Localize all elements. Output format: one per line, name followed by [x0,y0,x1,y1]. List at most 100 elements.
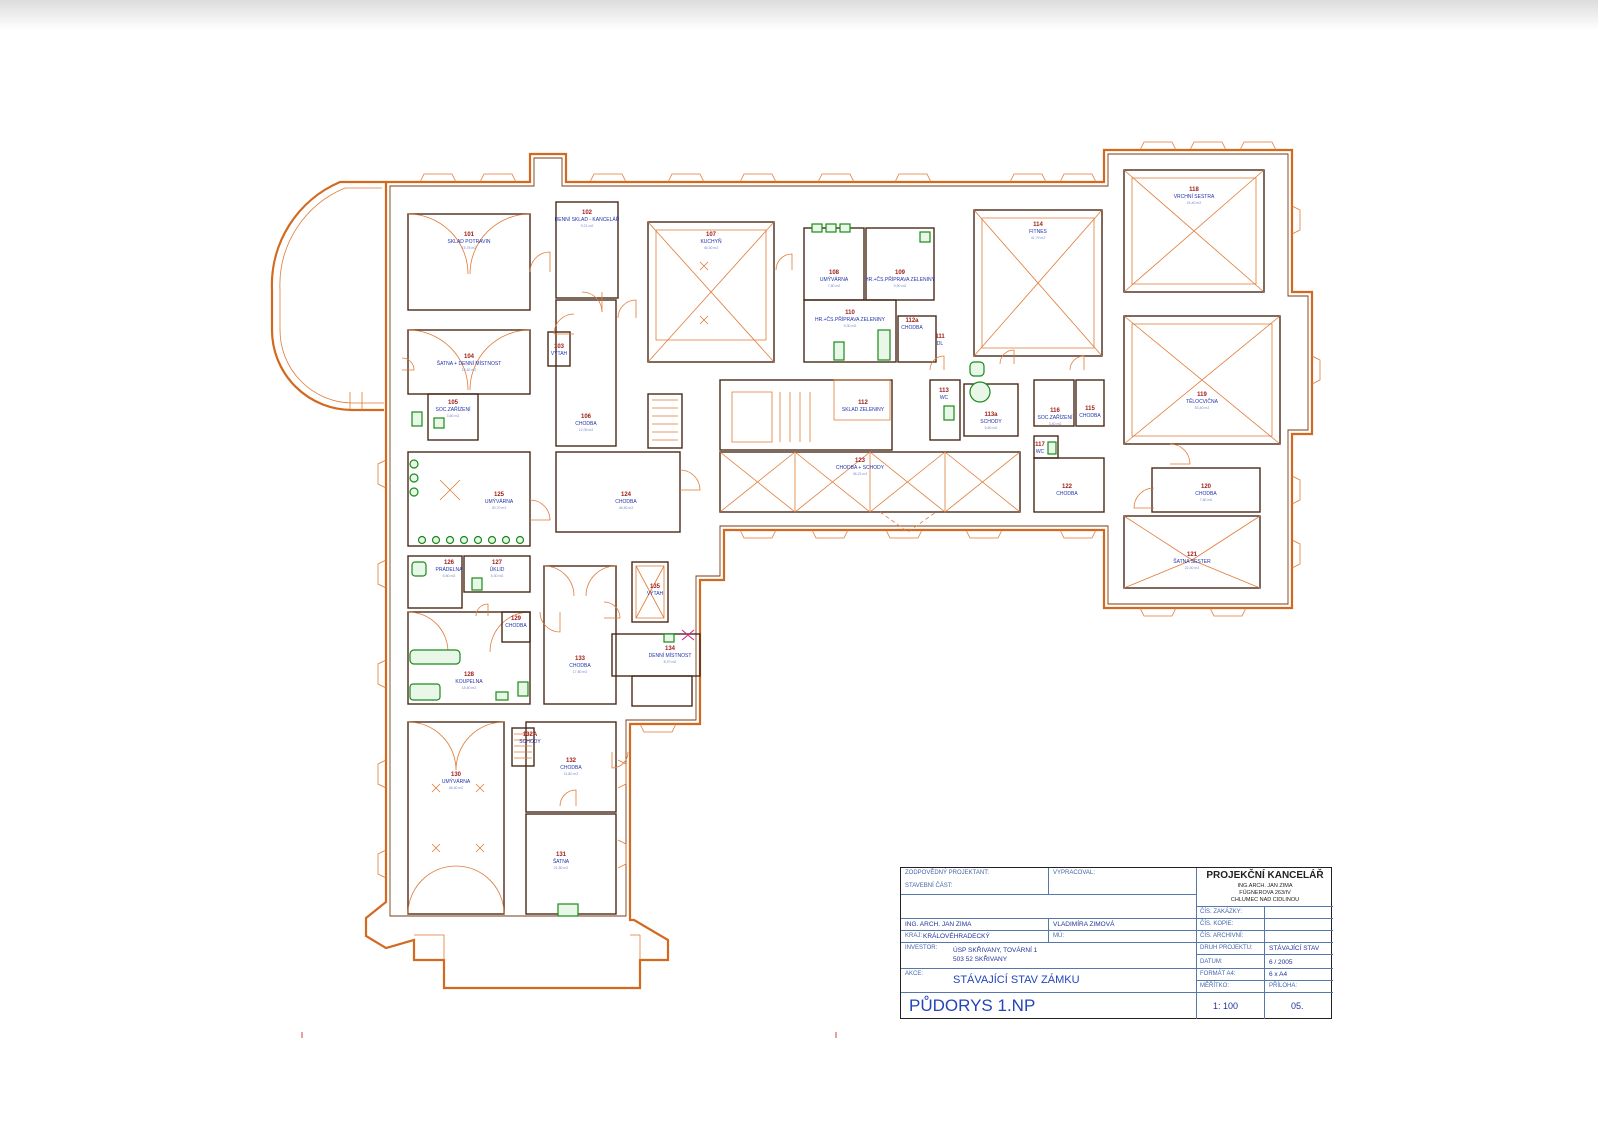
tb-cell-copy-value [1265,919,1333,931]
room-name: CHODBA [1195,491,1217,497]
room-name: SCHODY [519,739,541,745]
value-attachment-no: 05. [1291,1001,1304,1011]
room-name: HR.+ČS.PŘÍPRAVA ZELENINY [815,315,886,323]
room-name: WC [1036,449,1045,455]
room-area: 7,80 m2 [828,284,841,288]
tb-cell-region [901,931,1049,943]
room-number: 108 [829,270,840,276]
room-area: 46,50 m2 [619,506,634,510]
tb-cell-type-value [1265,943,1333,955]
room-area: 53,40 m2 [1195,406,1210,410]
value-responsible-name: ING. ARCH. JAN ZIMA [905,921,972,928]
tb-cell-authority [1049,931,1197,943]
tb-cell-date-label [1197,955,1265,969]
label-project-type: DRUH PROJEKTU: [1200,945,1253,951]
room-name: SKLAD ZELENINY [842,407,885,413]
value-scale: 1: 100 [1213,1001,1239,1011]
label-date: DATUM: [1200,959,1223,965]
tb-cell-format-label [1197,969,1265,981]
room-number: 105 [448,400,459,406]
room-area: 3,40 m2 [1049,422,1062,426]
room-name: SOC.ZAŘÍZENÍ [1037,413,1073,421]
room-name: VÝTAH [551,350,568,357]
room-name: CHODBA + SCHODY [836,465,885,471]
room-name: CHODBA [615,499,637,505]
room-number: 134 [665,646,676,652]
value-date: 6 / 2005 [1269,959,1293,966]
room-number: 109 [895,270,906,276]
room-area: 41,79 m2 [1031,236,1046,240]
label-format: FORMÁT A4: [1200,971,1236,977]
room-area: 24,40 m2 [1187,201,1202,205]
outer-walls [270,148,1314,990]
tb-cell-scale-label [1197,981,1265,993]
room-area: 6,60 m2 [443,574,456,578]
label-drawn: VYPRACOVAL: [1053,870,1095,876]
room-number: 113a [984,412,998,418]
tb-cell-responsible-name [901,919,1049,931]
room-name: CHODBA [1079,413,1101,419]
room-number: 115 [1085,406,1095,412]
room-number: 101 [464,232,475,238]
drawing-title: PŮDORYS 1.NP [909,996,1036,1015]
label-part: STAVEBNÍ ČÁST: [905,883,953,889]
label-scale: MĚŘÍTKO: [1200,983,1230,989]
room-number: 133 [575,656,586,662]
window-niches [377,141,1321,879]
label-attachment: PŘÍLOHA: [1269,983,1298,989]
label-order-no: ČÍS. ZAKÁZKY: [1200,909,1243,915]
room-number: 130 [451,772,462,778]
label-archive-no: ČÍS. ARCHIVNÍ: [1200,933,1244,939]
label-authority: MÚ: [1053,933,1064,939]
room-area: 5,60 m2 [985,426,998,430]
room-name: DENNÍ SKLAD - KANCELÁŘ [555,215,620,223]
tb-cell-archive-value [1265,931,1333,943]
room-area: 5,30 m2 [491,574,504,578]
room-name: DL [937,341,944,347]
room-number: 113 [939,388,949,394]
room-name: KUCHYŇ [700,238,722,245]
value-format: 6 x A4 [1269,971,1288,978]
room-number: 112a [905,318,919,324]
room-number: 121 [1187,552,1198,558]
room-name: CHODBA [575,421,597,427]
room-number: 128 [464,672,475,678]
label-responsible: ZODPOVĚDNÝ PROJEKTANT: [905,870,989,876]
room-area: 9,21 m2 [581,224,594,228]
room-number: 114 [1033,222,1043,228]
room-name: CHODBA [560,765,582,771]
room-area: 18,50 m2 [462,686,477,690]
room-name: WC [940,395,949,401]
room-number: 123 [855,458,866,464]
room-area: 46,30 m2 [704,246,719,250]
office-line1: ING.ARCH. JAN ZIMA [1237,883,1293,889]
tb-cell-archive-label [1197,931,1265,943]
room-name: VRCHNÍ SESTRA [1174,193,1215,200]
room-name: ŠATNA [553,858,570,865]
room-number: 102 [582,210,593,216]
room-number: 135 [650,584,661,590]
room-number: 125 [494,492,505,498]
room-area: 22,40 m2 [1185,566,1200,570]
tb-cell-investor [901,943,1197,969]
office-line3: CHLUMEC NAD CIDLINOU [1230,897,1300,903]
value-investor-line2: 503 52 SKŘIVANY [953,956,1008,963]
room-area: 9,90 m2 [894,284,907,288]
